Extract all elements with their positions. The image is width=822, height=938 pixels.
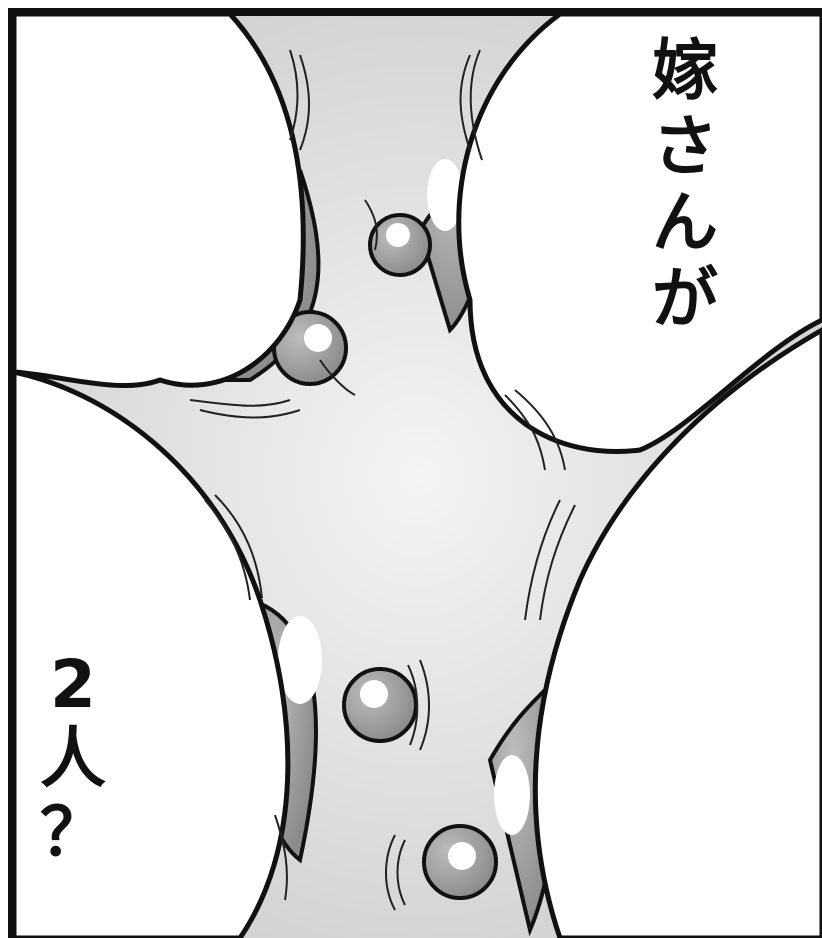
speech-char: ん [652, 184, 718, 261]
speech-char: 人 [40, 720, 106, 797]
speech-char: ？ [40, 794, 106, 871]
speech-bubbles [11, 11, 822, 938]
bubble-top-left [11, 11, 306, 388]
speech-char: さ [652, 108, 718, 185]
panel-border [8, 8, 822, 938]
speech-text-right: 嫁さんが [652, 38, 718, 342]
bubble-bottom-left [11, 368, 291, 938]
speech-char: 嫁 [652, 32, 718, 109]
speech-char: 2 [50, 646, 96, 723]
motion-lines [189, 49, 576, 911]
speech-char: が [652, 260, 718, 337]
bubble-bottom-right [532, 327, 822, 938]
bubble-top-right [456, 11, 822, 454]
